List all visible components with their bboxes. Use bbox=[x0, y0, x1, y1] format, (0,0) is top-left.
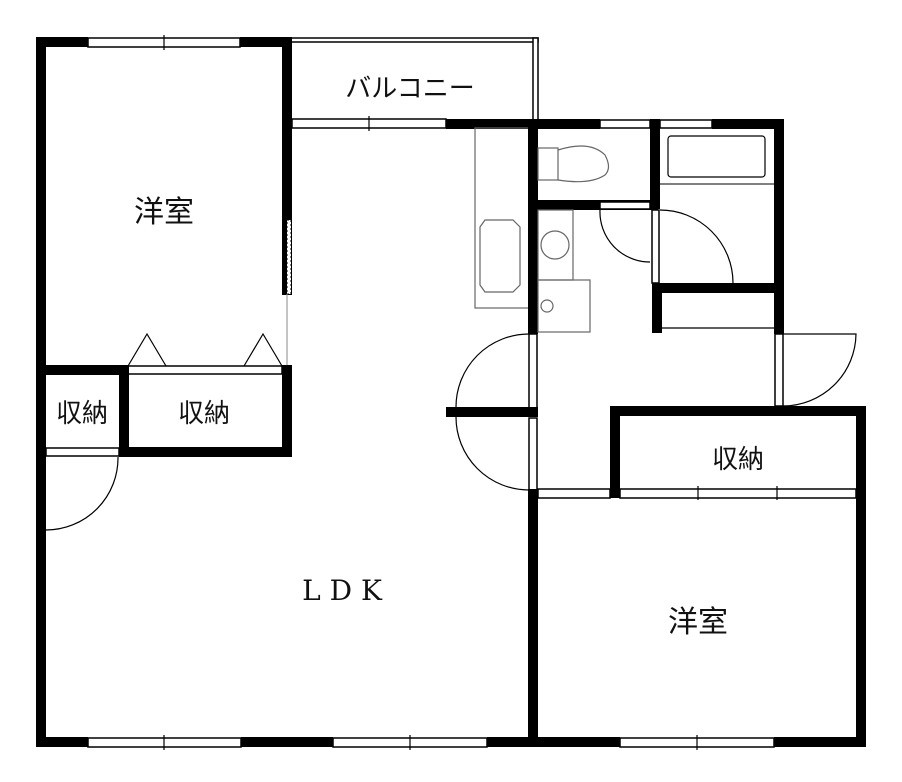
room-label-storage-middle: 収納 bbox=[178, 399, 230, 429]
room-label-ldk: L D K bbox=[302, 574, 383, 607]
window-toilet bbox=[599, 119, 651, 129]
door-swing-toilet bbox=[599, 209, 651, 263]
bathtub bbox=[667, 135, 766, 178]
wall-top-left-2 bbox=[240, 37, 292, 47]
room-label-western-2: 洋室 bbox=[668, 605, 728, 640]
closet-small-door bbox=[45, 447, 120, 457]
room-label-balcony: バルコニー bbox=[345, 74, 474, 104]
kitchen-sink bbox=[479, 219, 521, 293]
door-swing-ldk-1 bbox=[455, 333, 530, 408]
wall-room1-right bbox=[282, 37, 292, 295]
wall-bath-right bbox=[774, 119, 784, 334]
toilet bbox=[557, 145, 610, 183]
door-swing-bath bbox=[659, 209, 734, 284]
wall-top-left bbox=[36, 37, 88, 47]
room-label-storage-small: 収納 bbox=[56, 399, 108, 429]
window-bath bbox=[659, 119, 713, 129]
washing-machine bbox=[537, 279, 591, 333]
room-label-western-1: 洋室 bbox=[134, 195, 194, 230]
closet-sliding-door bbox=[127, 365, 283, 375]
closet-right-door bbox=[619, 488, 857, 499]
room-label-storage-right: 収納 bbox=[712, 445, 764, 475]
wall-top-middle bbox=[446, 119, 600, 129]
wall-left bbox=[36, 37, 46, 747]
door-swing-closet bbox=[45, 456, 119, 531]
door-swing-ldk-2 bbox=[455, 416, 530, 491]
door-swing-entrance bbox=[782, 333, 857, 407]
kitchen-counter bbox=[474, 127, 530, 309]
washbasin bbox=[540, 230, 570, 260]
